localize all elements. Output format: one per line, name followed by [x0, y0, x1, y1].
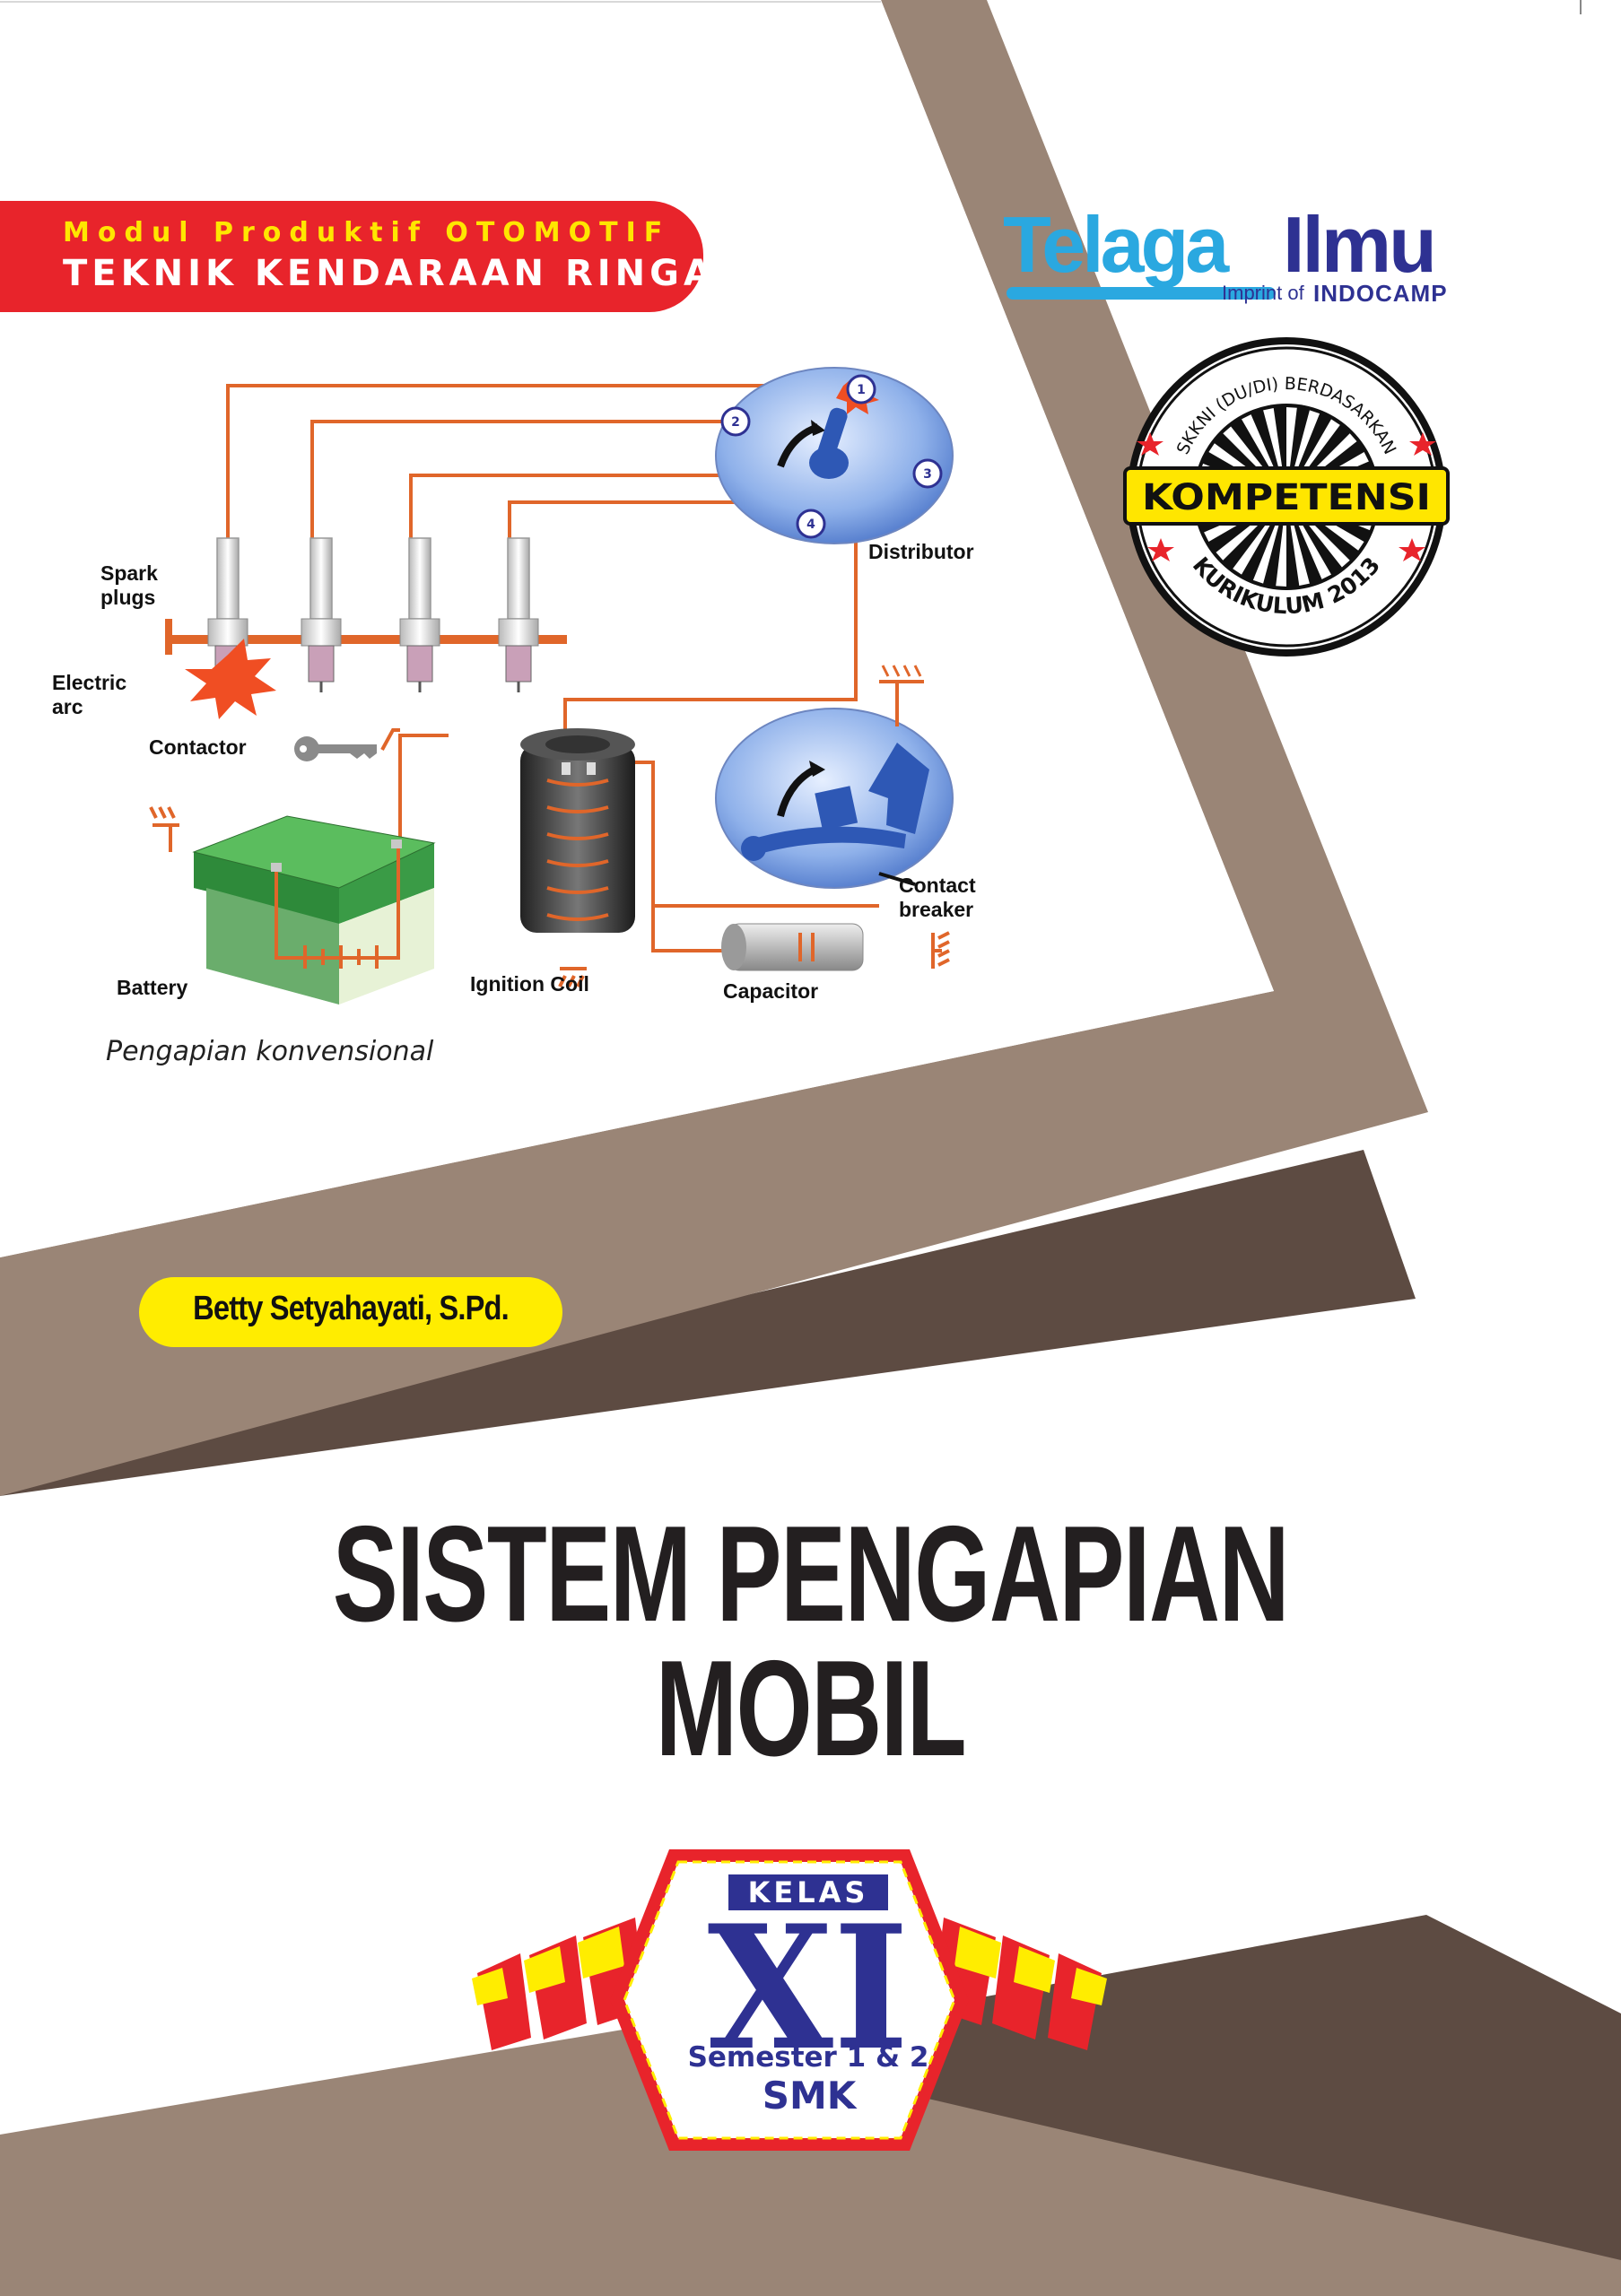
seal-ray [1242, 414, 1277, 474]
distributor-number-2: 2 [731, 415, 740, 430]
coil-ground-icon [558, 967, 587, 987]
publisher-imprint-label: Imprint of [1222, 282, 1304, 304]
capacitor-ground-icon [931, 931, 950, 969]
seal-center-text: KOMPETENSI [1142, 477, 1431, 518]
seal-ray [1263, 408, 1283, 471]
seal-ray [1276, 523, 1286, 587]
module-banner: Modul Produktif OTOMOTIF TEKNIK KENDARAA… [0, 201, 745, 312]
kompetensi-seal: SKKNI (DU/DI) BERDASARKAN KURIKULUM 2013… [1123, 337, 1450, 657]
module-subtitle: Modul Produktif OTOMOTIF [63, 217, 671, 248]
book-title-line-1: SISTEM PENGAPIAN [332, 1498, 1290, 1650]
label-electric-arc: Electric arc [52, 671, 127, 718]
seal-ray [1300, 419, 1340, 475]
badge-semester: Semester 1 & 2 [687, 2041, 929, 2074]
author-badge: Betty Setyahayati, S.Pd. [139, 1277, 562, 1347]
badge-school: SMK [762, 2074, 857, 2118]
seal-center-band [1123, 466, 1450, 526]
module-title: TEKNIK KENDARAAN RINGAN [63, 253, 751, 294]
seal-ray [1233, 518, 1273, 575]
publisher-imprint-brand: INDOCAMP [1313, 280, 1448, 307]
logo-swoosh [1007, 287, 1276, 300]
label-contactor: Contactor [149, 735, 247, 759]
publisher-name-telaga: Telaga [1003, 200, 1229, 289]
label-spark-plugs: Spark plugs [100, 561, 158, 609]
brown-band-upper-dark [0, 1150, 1416, 1496]
distributor-number-1: 1 [857, 383, 866, 397]
engine-ground-rail [165, 619, 567, 655]
ignition-diagram-drawing: 1 2 3 4 [149, 367, 954, 1004]
ignition-system-diagram: 1 2 3 4 [36, 350, 1023, 1031]
badge-wing-left [472, 1918, 646, 2050]
label-contact-breaker: Contact breaker [899, 874, 976, 921]
label-battery: Battery [117, 976, 188, 999]
seal-star-left [1137, 432, 1163, 456]
label-ignition-coil: Ignition Coil [470, 972, 589, 996]
contactor-key-icon [294, 736, 377, 761]
distributor [715, 367, 954, 544]
seal-ray [1293, 410, 1320, 473]
publisher-logo: Telaga Ilmu Imprint of INDOCAMP [1003, 199, 1469, 325]
diagram-caption: Pengapian konvensional [106, 1036, 434, 1067]
contact-breaker [715, 665, 954, 889]
book-title-line-2: MOBIL [655, 1632, 967, 1785]
seal-star-right [1409, 432, 1436, 456]
battery [192, 815, 436, 1004]
badge-kelas-label: KELAS [728, 1874, 888, 1910]
seal-ray [1290, 523, 1310, 586]
distributor-number-4: 4 [806, 517, 815, 532]
brown-band-lower [0, 2029, 1621, 2296]
distributor-number-3: 3 [923, 467, 932, 482]
badge-hexagon-inner [623, 1860, 956, 2140]
seal-star-right-low [1399, 538, 1425, 561]
badge-grade: XI [707, 1888, 910, 2088]
seal-ray [1252, 521, 1280, 584]
seal-ray [1296, 520, 1331, 579]
class-badge: KELAS XI Semester 1 & 2 SMK [466, 1839, 1112, 2161]
seal-ray [1223, 426, 1270, 478]
ignition-coil [520, 728, 635, 933]
capacitor [721, 923, 864, 971]
class-badge-emblem [472, 1849, 1107, 2151]
publisher-name-ilmu: Ilmu [1283, 200, 1437, 289]
electric-arc-spark-icon [185, 639, 276, 719]
distributor-terminal-numbers: 1 2 3 4 [720, 374, 943, 539]
spark-plugs [207, 537, 539, 692]
contactor-switch [380, 728, 400, 751]
seal-star-left-low [1147, 538, 1174, 561]
seal-ray [1286, 407, 1297, 471]
author-name: Betty Setyahayati, S.Pd. [193, 1290, 510, 1327]
label-capacitor: Capacitor [723, 979, 819, 1003]
book-title: SISTEM PENGAPIAN MOBIL [0, 1498, 1621, 1785]
label-distributor: Distributor [868, 540, 974, 563]
seal-ray [1303, 516, 1350, 568]
brown-band-upper [0, 0, 1428, 1496]
battery-ground-icon [149, 806, 179, 827]
badge-wing-right [933, 1918, 1107, 2050]
